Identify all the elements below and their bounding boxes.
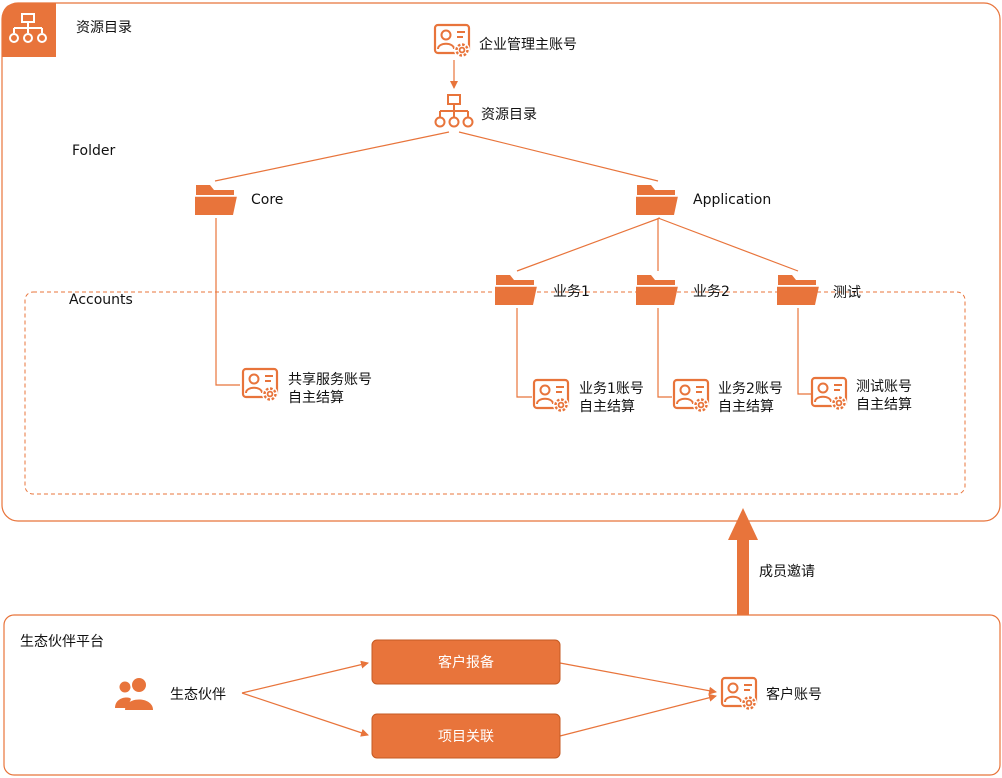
- customer-account-label: 客户账号: [766, 686, 822, 703]
- master-account-label: 企业管理主账号: [479, 36, 577, 53]
- folder-core-label: Core: [251, 192, 283, 208]
- account-billing: 自主结算: [718, 399, 774, 415]
- folder-section-label: Folder: [72, 143, 116, 159]
- account-billing: 自主结算: [579, 399, 635, 415]
- account-billing: 自主结算: [288, 390, 344, 406]
- master-account-node[interactable]: 企业管理主账号: [433, 23, 577, 59]
- customer-account-node[interactable]: 客户账号: [720, 676, 822, 712]
- account-billing: 自主结算: [856, 397, 912, 413]
- tree-connectors: [214, 60, 811, 398]
- partner-platform-region: [3, 614, 1001, 776]
- partner-platform-title: 生态伙伴平台: [20, 634, 104, 650]
- account-test[interactable]: 测试账号 自主结算: [810, 376, 912, 413]
- folder-test-label: 测试: [833, 285, 861, 301]
- core-to-shared-account-line: [215, 218, 240, 386]
- partner-to-report-arrow: [241, 660, 369, 694]
- directory-to-core-line: [214, 131, 450, 182]
- region-title: 资源目录: [76, 20, 132, 36]
- resource-directory-region: [1, 2, 1001, 522]
- directory-to-application-line: [458, 131, 659, 182]
- folder-biz1-label: 业务1: [553, 284, 590, 300]
- member-invite-arrow: [728, 508, 758, 634]
- folder-core[interactable]: Core: [194, 184, 283, 216]
- partner-flow-connectors: [241, 660, 717, 737]
- partner-to-link-arrow: [241, 692, 369, 737]
- account-biz1[interactable]: 业务1账号 自主结算: [532, 378, 644, 415]
- application-to-test-line: [657, 217, 799, 272]
- project-link-button[interactable]: 项目关联: [371, 713, 561, 759]
- link-to-customer-arrow: [559, 693, 717, 737]
- accounts-section-label: Accounts: [69, 292, 133, 308]
- member-invite-label: 成员邀请: [759, 564, 815, 580]
- folder-application-label: Application: [693, 192, 771, 208]
- customer-report-button[interactable]: 客户报备: [371, 639, 561, 685]
- folder-biz1[interactable]: 业务1: [494, 274, 590, 306]
- application-to-biz1-line: [516, 217, 661, 272]
- biz2-to-account-line: [657, 308, 672, 398]
- account-shared-services[interactable]: 共享服务账号 自主结算: [241, 367, 372, 406]
- biz1-to-account-line: [516, 308, 532, 398]
- resource-directory-label: 资源目录: [481, 107, 537, 123]
- account-name: 共享服务账号: [288, 371, 372, 388]
- folder-biz2[interactable]: 业务2: [635, 274, 730, 306]
- account-name: 测试账号: [856, 379, 912, 395]
- users-icon: [115, 676, 153, 710]
- account-name: 业务1账号: [579, 381, 644, 397]
- folder-application[interactable]: Application: [635, 184, 771, 216]
- account-biz2[interactable]: 业务2账号 自主结算: [672, 378, 783, 415]
- folder-test[interactable]: 测试: [776, 274, 861, 306]
- region-corner-badge: [2, 3, 56, 57]
- resource-directory-node[interactable]: 资源目录: [434, 94, 538, 128]
- partner-node[interactable]: 生态伙伴: [115, 676, 226, 710]
- project-link-label: 项目关联: [438, 729, 494, 745]
- partner-label: 生态伙伴: [170, 687, 226, 703]
- report-to-customer-arrow: [559, 662, 717, 695]
- account-name: 业务2账号: [718, 381, 783, 397]
- test-to-account-line: [797, 308, 811, 395]
- customer-report-label: 客户报备: [438, 654, 494, 671]
- folder-biz2-label: 业务2: [693, 284, 730, 300]
